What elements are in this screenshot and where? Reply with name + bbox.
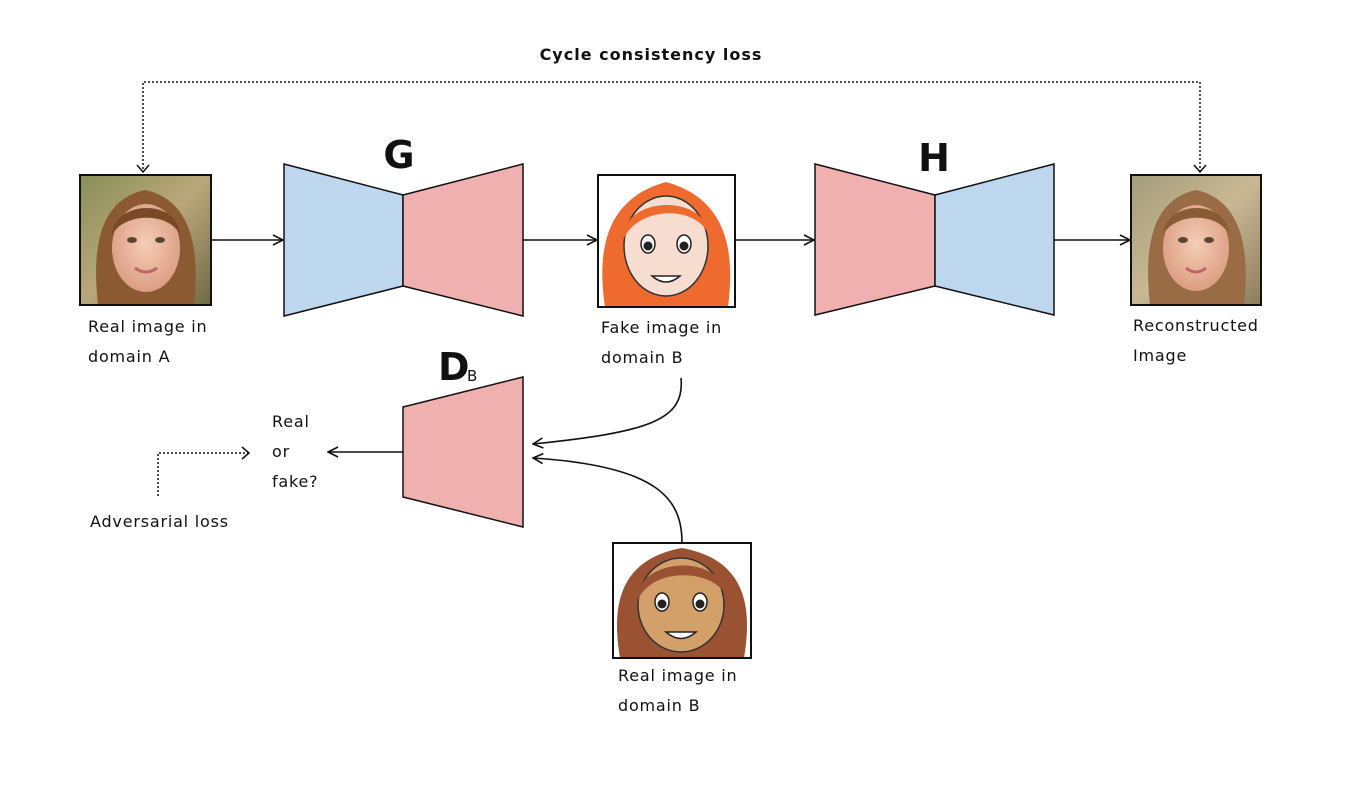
generator-g (283, 163, 524, 317)
generator-h-encoder (814, 163, 936, 316)
real-b-line1: Real image in (618, 666, 738, 685)
real-image-a (79, 174, 212, 306)
generator-h-decoder (934, 163, 1055, 316)
discriminator-letter: D (438, 345, 470, 389)
arrow-fake-to-discriminator (533, 377, 683, 444)
generator-g-decoder (402, 163, 524, 317)
cycle-consistency-label: Cycle consistency loss (540, 45, 763, 64)
adversarial-loss-label: Adversarial loss (90, 512, 229, 531)
fake-b-line2: domain B (601, 348, 683, 367)
fake-image-b (597, 174, 736, 308)
reconstructed-line1: Reconstructed (1133, 316, 1259, 335)
real-image-b (612, 542, 752, 659)
verdict-fake: fake? (272, 472, 318, 491)
reconstructed-line2: Image (1133, 346, 1187, 365)
generator-h-label: H (918, 136, 950, 180)
real-b-line2: domain B (618, 696, 700, 715)
adversarial-loss-path (157, 446, 251, 496)
verdict-or: or (272, 442, 290, 461)
arrow-real-b-to-discriminator (533, 458, 683, 544)
fake-b-line1: Fake image in (601, 318, 722, 337)
generator-g-label: G (383, 133, 414, 177)
discriminator-db (402, 376, 524, 528)
generator-h (814, 163, 1055, 316)
discriminator-subscript: B (467, 367, 477, 385)
verdict-real: Real (272, 412, 310, 431)
cycle-consistency-path (136, 81, 1207, 174)
generator-g-encoder (283, 163, 404, 317)
real-a-line1: Real image in (88, 317, 208, 336)
reconstructed-image (1130, 174, 1262, 306)
real-a-line2: domain A (88, 347, 170, 366)
